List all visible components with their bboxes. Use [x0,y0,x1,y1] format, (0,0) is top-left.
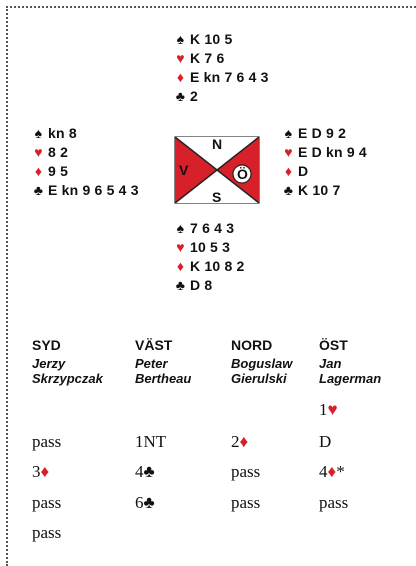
south-hand: ♠ 7 6 4 3 ♥ 10 5 3 ♦ K 10 8 2 ♣D 8 [174,219,245,295]
bid-cell: 1NT [135,432,167,451]
west-clubs: E kn 9 6 5 4 3 [48,182,139,198]
bid-cell: pass [32,432,62,451]
north-hand: ♠ K 10 5 ♥ K 7 6 ♦ E kn 7 6 4 3 ♣2 [174,30,269,106]
north-spades: K 10 5 [190,31,233,47]
west-spades: kn 8 [48,125,77,141]
player-west: Peter Bertheau [135,356,191,386]
spade-icon: ♠ [284,125,293,141]
diamond-icon: ♦ [284,163,293,179]
bid-cell: pass [231,462,261,481]
header-nord: NORD [231,337,273,353]
bid-cell: 6♣ [135,493,155,512]
header-ost: ÖST [319,337,348,353]
bid-cell: pass [319,493,349,512]
player-east: Jan Lagerman [319,356,381,386]
south-diamonds: K 10 8 2 [190,258,245,274]
bid-cell: 1♥ [319,400,338,419]
club-icon: ♣ [175,88,186,104]
player-first-name: Peter [135,356,168,371]
player-south: Jerzy Skrzypczak [32,356,103,386]
heart-icon: ♥ [176,50,185,66]
compass-south-label: S [212,189,221,205]
east-clubs: K 10 7 [298,182,341,198]
player-last-name: Gierulski [231,371,287,386]
player-first-name: Jan [319,356,342,371]
diamond-icon: ♦ [34,163,43,179]
player-first-name: Jerzy [32,356,66,371]
west-diamonds: 9 5 [48,163,69,179]
bid-cell: pass [231,493,261,512]
bid-cell: 3♦ [32,462,50,481]
compass-diagonal-b [174,136,260,204]
compass-north-label: N [212,136,222,152]
heart-icon: ♥ [176,239,185,255]
north-hearts: K 7 6 [190,50,225,66]
compass-east-circle [232,164,252,184]
club-icon: ♣ [283,182,294,198]
compass-west-label: V [179,162,189,178]
south-clubs: D 8 [190,277,213,293]
bid-cell: pass [32,493,62,512]
spade-icon: ♠ [34,125,43,141]
compass-east-label: Ö [237,166,248,182]
north-clubs: 2 [190,88,198,104]
east-hand: ♠ E D 9 2 ♥ E D kn 9 4 ♦ D ♣K 10 7 [282,124,367,200]
east-hearts: E D kn 9 4 [298,144,367,160]
compass-diagram: N S V Ö [174,136,260,205]
diamond-icon: ♦ [176,258,185,274]
bid-cell: 2♦ [231,432,249,451]
spade-icon: ♠ [176,220,185,236]
bid-cell: 4♣ [135,462,155,481]
player-last-name: Bertheau [135,371,192,386]
compass-north-wedge [175,137,259,170]
compass-south-wedge [175,170,259,203]
player-last-name: Lagerman [319,371,382,386]
heart-icon: ♥ [34,144,43,160]
diamond-icon: ♦ [176,69,185,85]
header-vast: VÄST [135,337,173,353]
south-hearts: 10 5 3 [190,239,231,255]
north-diamonds: E kn 7 6 4 3 [190,69,269,85]
club-icon: ♣ [175,277,186,293]
east-diamonds: D [298,163,309,179]
player-first-name: Boguslaw [231,356,293,371]
west-hearts: 8 2 [48,144,69,160]
bid-cell: pass [32,523,62,542]
east-spades: E D 9 2 [298,125,347,141]
heart-icon: ♥ [284,144,293,160]
spade-icon: ♠ [176,31,185,47]
west-hand: ♠ kn 8 ♥ 8 2 ♦ 9 5 ♣E kn 9 6 5 4 3 [32,124,139,200]
club-icon: ♣ [33,182,44,198]
player-last-name: Skrzypczak [32,371,103,386]
diagram-frame [6,6,416,566]
bid-cell: D [319,432,332,451]
south-spades: 7 6 4 3 [190,220,235,236]
header-syd: SYD [32,337,61,353]
bid-cell: 4♦* [319,462,345,481]
player-north: Boguslaw Gierulski [231,356,292,386]
